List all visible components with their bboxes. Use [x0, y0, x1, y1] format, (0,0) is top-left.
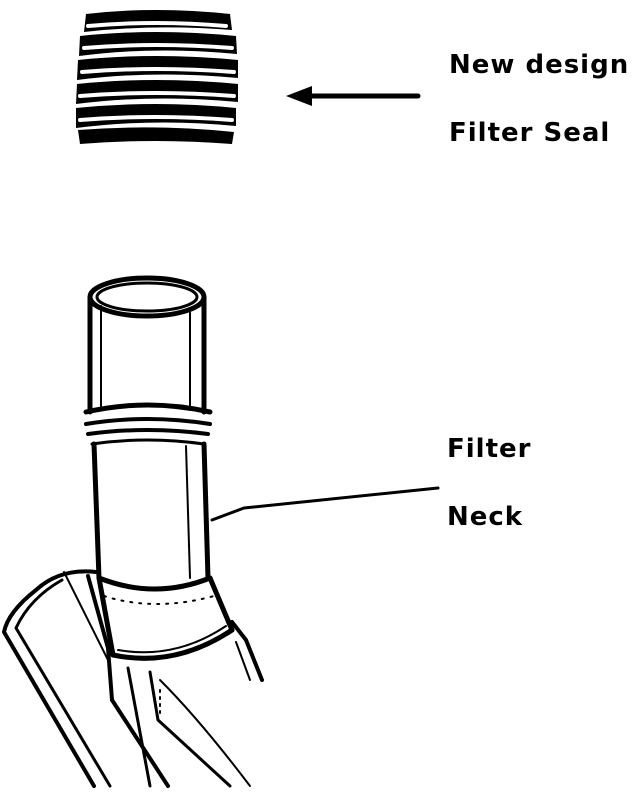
- seal-label-line1: New design: [449, 50, 630, 80]
- seal-arrow: [286, 86, 421, 106]
- housing: [2, 569, 264, 788]
- seal-label-line2: Filter Seal: [449, 118, 611, 148]
- filter-neck: [83, 275, 440, 661]
- neck-label-line2: Neck: [447, 502, 524, 532]
- neck-label-line1: Filter: [447, 434, 532, 464]
- filter-seal: [76, 10, 238, 144]
